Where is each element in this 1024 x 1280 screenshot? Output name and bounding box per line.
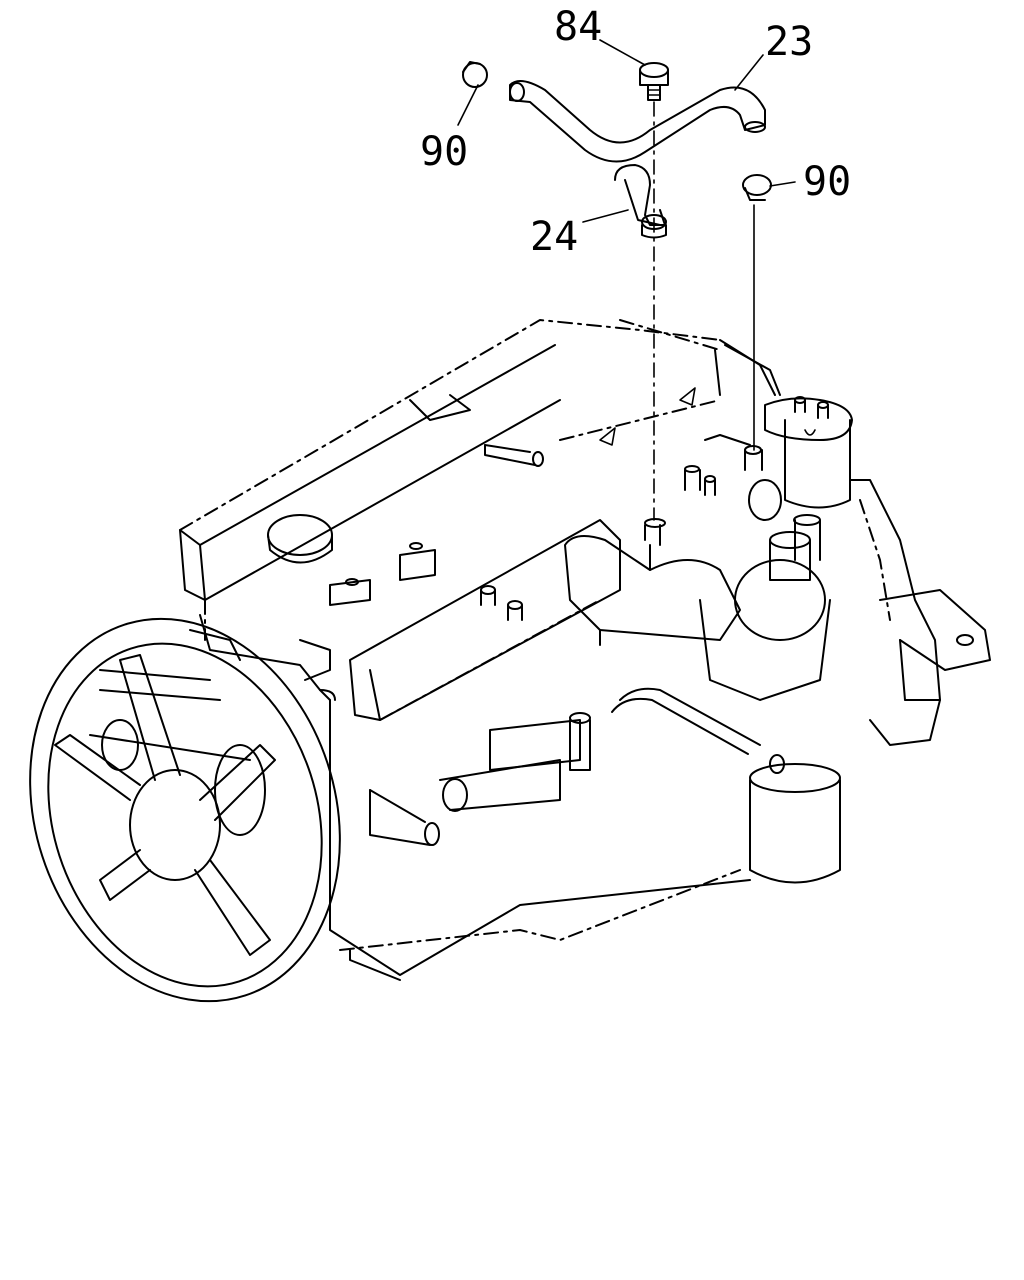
assembly-lines [653,101,755,521]
bolt-84 [639,62,669,101]
callout-84: 84 [554,4,602,50]
leader-lines [457,39,796,223]
fan-assembly [29,617,341,1003]
callout-90-left: 90 [420,129,468,175]
hose-23 [509,80,766,163]
engine-assembly [29,319,991,1003]
callout-24: 24 [530,214,578,260]
bracket-24 [614,164,667,239]
clip-90-right [742,174,772,201]
clip-90-left [462,61,488,88]
callout-90-right: 90 [803,159,851,205]
callout-23: 23 [765,19,813,65]
